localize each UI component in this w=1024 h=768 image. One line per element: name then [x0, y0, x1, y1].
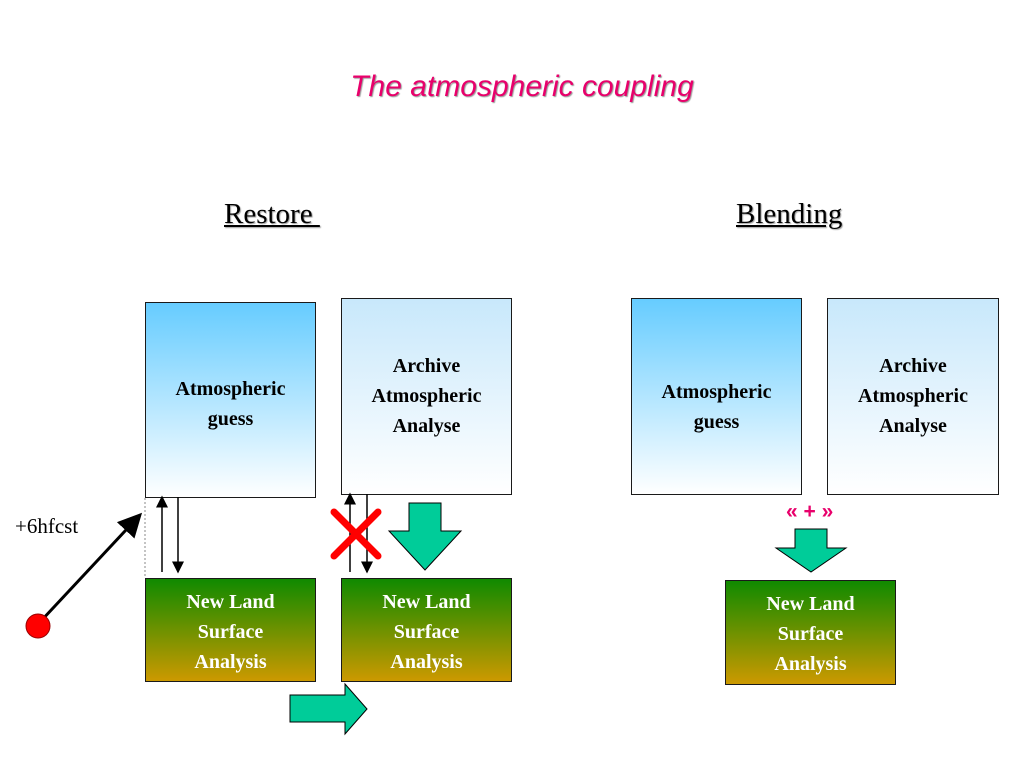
blending-land-analysis-label: New Land Surface Analysis [766, 593, 855, 675]
restore-land-analysis-left-box: New Land Surface Analysis [145, 578, 316, 682]
restore-atmospheric-guess-box: Atmospheric guess [145, 302, 316, 498]
blending-archive-analyse-label: Archive Atmospheric Analyse [858, 355, 968, 437]
blending-heading: Blending [736, 198, 843, 230]
restore-land-analysis-right-label: New Land Surface Analysis [382, 591, 471, 673]
blending-archive-analyse-box: Archive Atmospheric Analyse [827, 298, 999, 495]
block-arrow-down-blending [774, 528, 848, 573]
forecast-arrow [38, 512, 143, 624]
block-arrow-right [289, 682, 368, 736]
blending-atmospheric-guess-box: Atmospheric guess [631, 298, 802, 495]
restore-archive-analyse-label: Archive Atmospheric Analyse [371, 355, 482, 437]
restore-land-analysis-right-box: New Land Surface Analysis [341, 578, 512, 682]
block-arrow-down-restore [387, 502, 463, 571]
cross-icon [330, 508, 382, 560]
start-dot-icon [25, 613, 51, 639]
blending-atmospheric-guess-label: Atmospheric guess [661, 380, 772, 433]
forecast-label: +6hfcst [15, 514, 79, 538]
blend-operator-label: « + » [786, 500, 834, 523]
restore-atmospheric-guess-label: Atmospheric guess [175, 378, 286, 430]
restore-land-analysis-left-label: New Land Surface Analysis [186, 591, 275, 673]
restore-archive-analyse-box: Archive Atmospheric Analyse [341, 298, 512, 495]
blending-land-analysis-box: New Land Surface Analysis [725, 580, 896, 685]
restore-heading: Restore [224, 198, 320, 230]
slide-title: The atmospheric coupling [350, 70, 694, 103]
